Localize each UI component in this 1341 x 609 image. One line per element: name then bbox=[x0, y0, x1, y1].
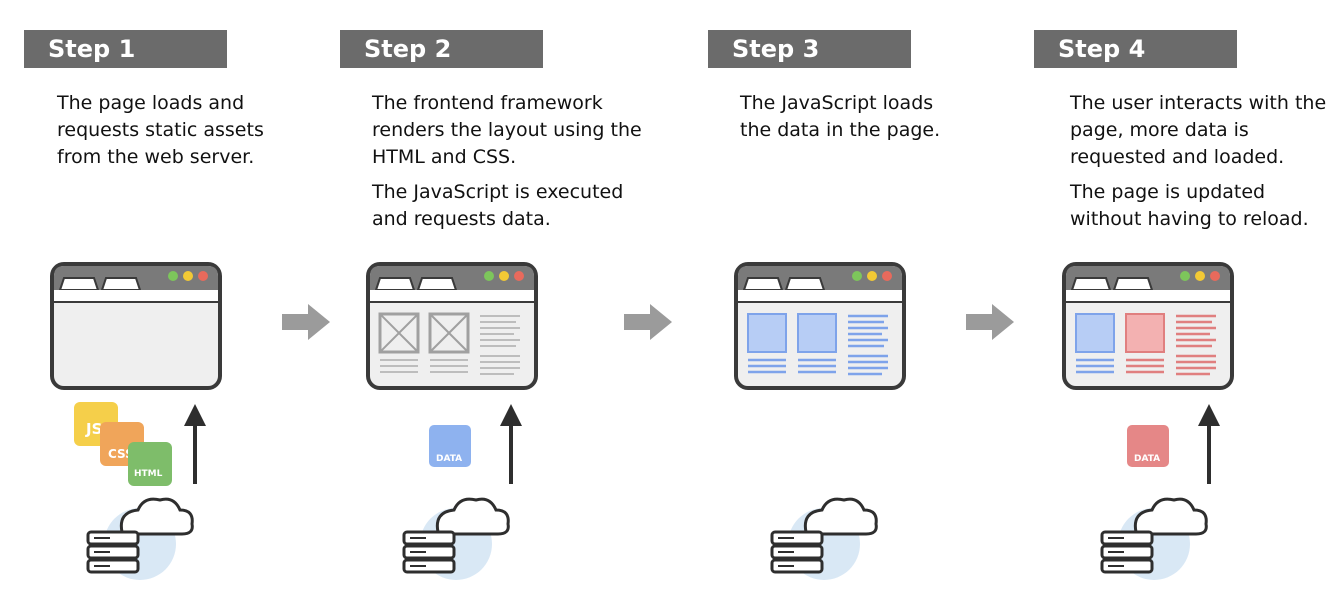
step-4-paragraph-1: The user interacts with the page, more d… bbox=[1070, 92, 1327, 168]
step-2-browser-window-icon bbox=[366, 262, 538, 390]
next-step-arrow-icon-1 bbox=[282, 304, 330, 340]
step-2-data-label: DATA bbox=[436, 454, 462, 464]
step-2-header: Step 2 bbox=[340, 30, 543, 68]
step-3-header: Step 3 bbox=[708, 30, 911, 68]
step-1-upload-arrow-icon bbox=[184, 404, 206, 484]
step-4-data-label: DATA bbox=[1134, 454, 1160, 464]
next-step-arrow-icon-3 bbox=[966, 304, 1014, 340]
step-3-server-cloud-icon bbox=[770, 497, 878, 580]
step-2-paragraph-1: The frontend framework renders the layou… bbox=[372, 92, 642, 168]
step-3-browser-window-icon bbox=[734, 262, 906, 390]
step-1-server-cloud-icon bbox=[86, 497, 194, 580]
css-card-label: CSS bbox=[108, 447, 134, 461]
step-1-asset-cards: JS CSS HTML bbox=[74, 402, 172, 486]
step-2-server-cloud-icon bbox=[402, 497, 510, 580]
step-4-paragraph-2: The page is updated without having to re… bbox=[1070, 181, 1309, 230]
js-card-label: JS bbox=[85, 420, 102, 438]
step-3-text: The JavaScript loads the data in the pag… bbox=[740, 90, 970, 152]
step-4-browser-window-icon bbox=[1062, 262, 1234, 390]
step-4-text: The user interacts with the page, more d… bbox=[1070, 90, 1336, 241]
step-3-paragraph-1: The JavaScript loads the data in the pag… bbox=[740, 92, 941, 141]
step-1-header: Step 1 bbox=[24, 30, 227, 68]
step-2-data-card-icon: DATA bbox=[429, 425, 471, 467]
step-1-browser-window-icon bbox=[50, 262, 222, 390]
html-card-label: HTML bbox=[134, 469, 163, 479]
step-1-paragraph-1: The page loads and requests static asset… bbox=[57, 92, 264, 168]
step-2-paragraph-2: The JavaScript is executed and requests … bbox=[372, 181, 624, 230]
step-4-upload-arrow-icon bbox=[1198, 404, 1220, 484]
step-1-text: The page loads and requests static asset… bbox=[57, 90, 292, 179]
step-4-server-cloud-icon bbox=[1100, 497, 1208, 580]
next-step-arrow-icon-2 bbox=[624, 304, 672, 340]
step-4-header: Step 4 bbox=[1034, 30, 1237, 68]
step-4-data-card-icon: DATA bbox=[1127, 425, 1169, 467]
step-2-text: The frontend framework renders the layou… bbox=[372, 90, 657, 241]
step-2-upload-arrow-icon bbox=[500, 404, 522, 484]
